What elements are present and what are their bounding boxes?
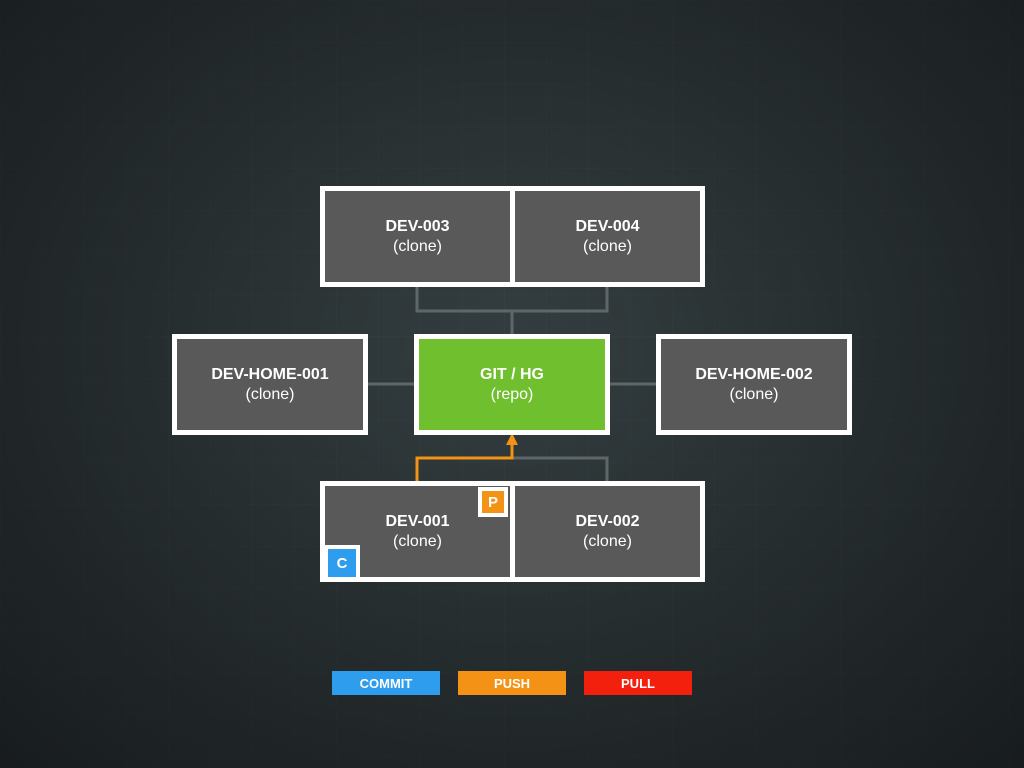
push-arrow-line [415, 444, 514, 483]
node-dev-003-name: DEV-003 [385, 217, 450, 235]
node-repo-frame: GIT / HG (repo) [414, 334, 610, 435]
node-dev-004-name: DEV-004 [575, 217, 640, 235]
commit-badge: C [324, 545, 360, 581]
node-dev-001-sub: (clone) [393, 532, 442, 550]
node-dev-home-001-sub: (clone) [245, 385, 295, 403]
node-dev-001-name: DEV-001 [385, 512, 450, 530]
connector-dev004-repo [512, 286, 609, 313]
legend-commit: COMMIT [332, 671, 440, 695]
node-dev-home-002: DEV-HOME-002 (clone) [661, 339, 847, 430]
node-dev-002-name: DEV-002 [575, 512, 640, 530]
push-badge: P [478, 487, 508, 517]
node-dev-004: DEV-004 (clone) [515, 191, 700, 282]
node-dev-home-002-sub: (clone) [729, 385, 779, 403]
connector-dev003-repo [415, 286, 512, 313]
node-repo-name: GIT / HG [480, 365, 544, 383]
connector-dev002-repo [512, 456, 609, 483]
node-dev-home-001: DEV-HOME-001 (clone) [177, 339, 363, 430]
node-dev-002: DEV-002 (clone) [515, 486, 700, 577]
node-dev-003-sub: (clone) [393, 237, 442, 255]
legend-pull: PULL [584, 671, 692, 695]
node-dev-home-002-frame: DEV-HOME-002 (clone) [656, 334, 852, 435]
node-dev-002-sub: (clone) [583, 532, 632, 550]
push-arrow-head [506, 433, 518, 445]
node-repo-sub: (repo) [490, 385, 534, 403]
node-dev-home-002-name: DEV-HOME-002 [695, 365, 813, 383]
node-dev-004-sub: (clone) [583, 237, 632, 255]
node-dev-home-001-frame: DEV-HOME-001 (clone) [172, 334, 368, 435]
node-dev-home-001-name: DEV-HOME-001 [211, 365, 329, 383]
legend-push: PUSH [458, 671, 566, 695]
bottom-clone-group: DEV-001 (clone) DEV-002 (clone) [320, 481, 705, 582]
node-dev-003: DEV-003 (clone) [325, 191, 510, 282]
node-repo: GIT / HG (repo) [419, 339, 605, 430]
top-clone-group: DEV-003 (clone) DEV-004 (clone) [320, 186, 705, 287]
